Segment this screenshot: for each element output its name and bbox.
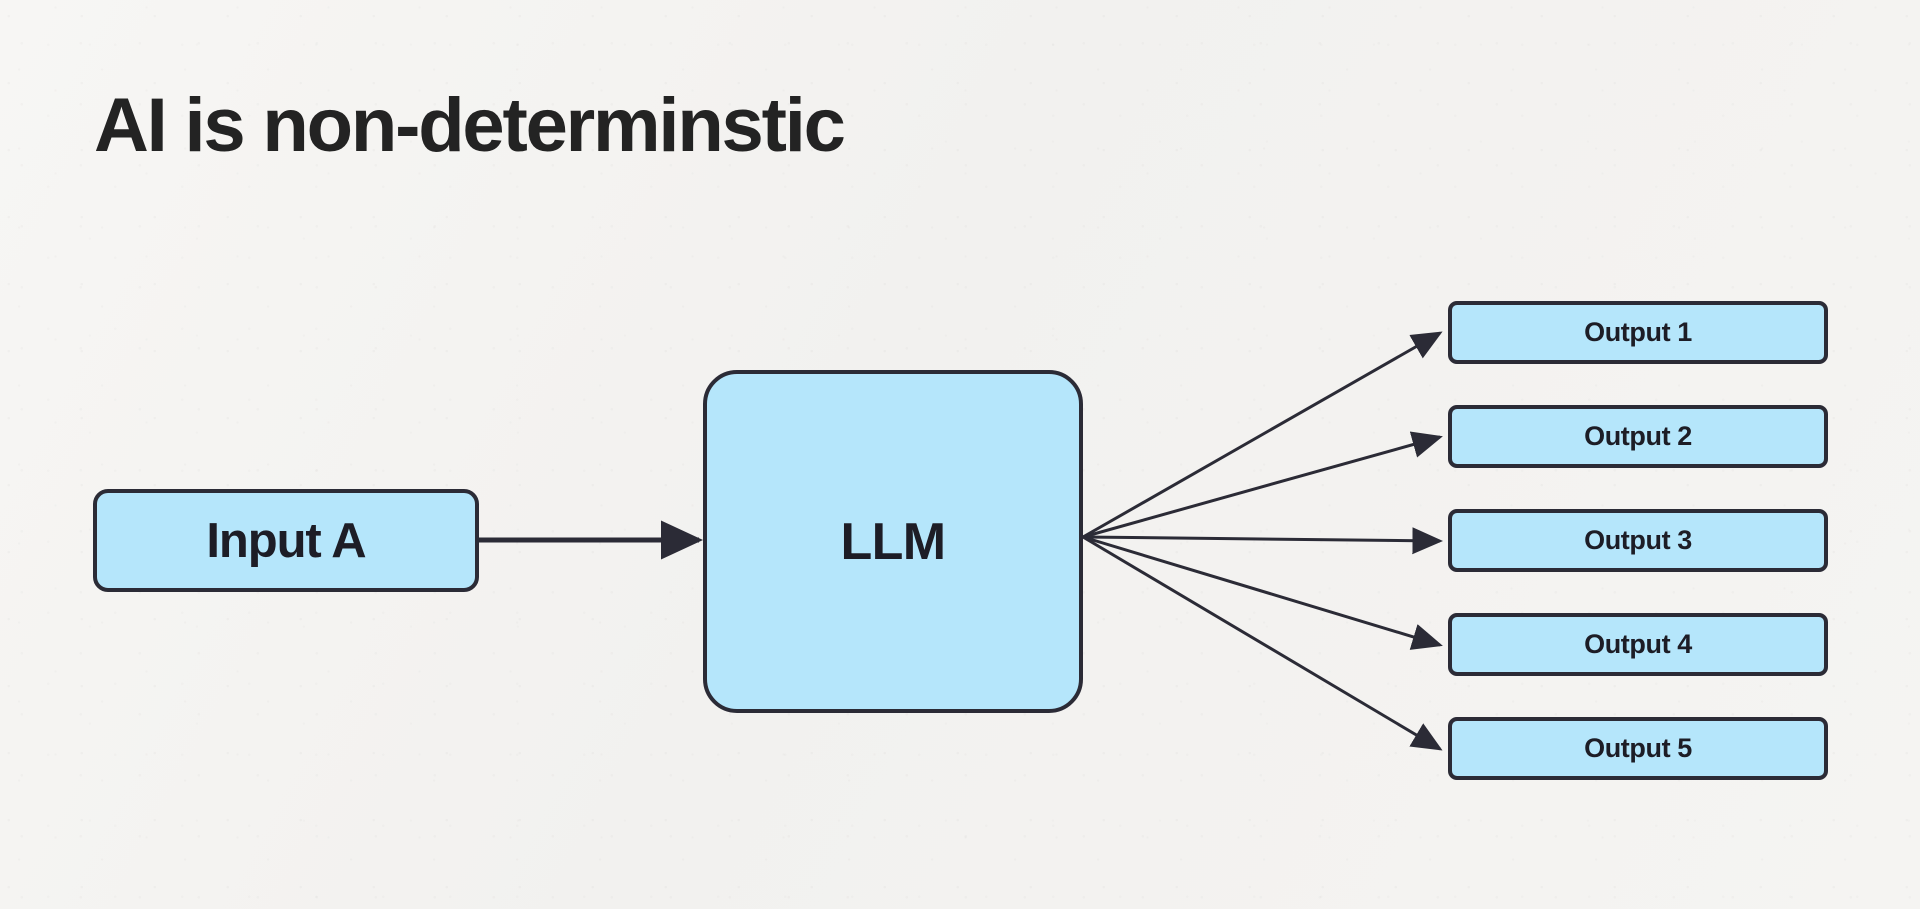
node-output-5[interactable]: Output 5 — [1448, 717, 1828, 780]
node-output-2[interactable]: Output 2 — [1448, 405, 1828, 468]
edge-llm-to-output-4 — [1082, 535, 1443, 650]
edge-llm-to-output-1 — [1082, 331, 1443, 539]
node-output-1[interactable]: Output 1 — [1448, 301, 1828, 364]
node-output-4[interactable]: Output 4 — [1448, 613, 1828, 676]
edge-llm-to-output-5 — [1082, 535, 1443, 751]
page-title: AI is non-determinstic — [94, 83, 846, 168]
edge-llm-to-output-3 — [1082, 527, 1443, 555]
node-input-a-label: Input A — [206, 513, 366, 568]
edge-llm-to-output-2 — [1082, 431, 1443, 539]
node-llm-label: LLM — [840, 512, 946, 571]
node-output-2-label: Output 2 — [1584, 421, 1692, 451]
node-output-5-label: Output 5 — [1584, 733, 1692, 763]
node-input-a[interactable]: Input A — [93, 489, 479, 592]
node-llm[interactable]: LLM — [703, 370, 1083, 713]
node-output-4-label: Output 4 — [1584, 629, 1692, 659]
node-output-1-label: Output 1 — [1584, 317, 1692, 347]
node-output-3[interactable]: Output 3 — [1448, 509, 1828, 572]
node-output-3-label: Output 3 — [1584, 525, 1692, 555]
